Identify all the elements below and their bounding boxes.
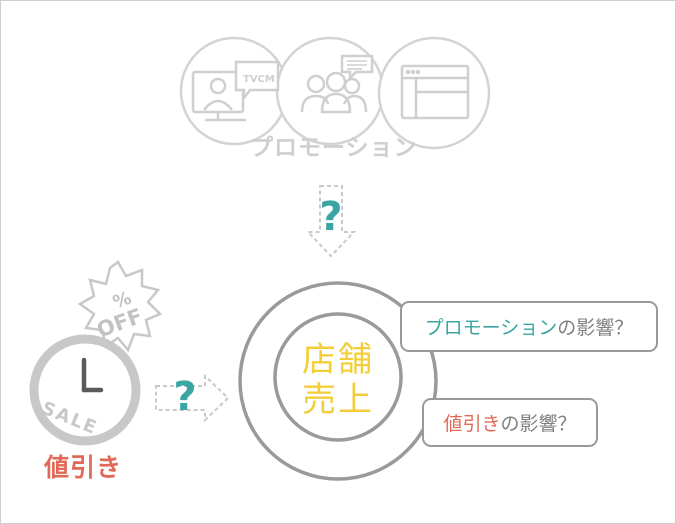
promo-callout-highlight: プロモーション (424, 317, 558, 339)
question-mark-top: ? (319, 194, 342, 240)
people-icon (300, 54, 374, 114)
question-mark-left: ? (173, 374, 196, 420)
discount-impact-callout: 値引きの影響？ (422, 398, 598, 447)
store-sales-line1: 店舗 (302, 340, 374, 380)
down-dashed-arrow (305, 185, 357, 258)
store-sales-line2: 売上 (302, 380, 374, 420)
discount-callout-highlight: 値引き (443, 413, 501, 435)
promo-impact-callout: プロモーションの影響？ (400, 301, 658, 352)
store-inner-ring (273, 312, 403, 442)
store-sales-label: 店舗 売上 (293, 340, 383, 420)
right-dashed-arrow (155, 373, 230, 423)
promo-callout-rest: の影響？ (557, 317, 634, 339)
promotion-title: プロモーション (250, 135, 418, 161)
tv-label: TVCM (243, 74, 275, 85)
discount-callout-rest: の影響？ (500, 413, 577, 435)
off-starburst-tag (77, 260, 163, 353)
tv-icon (191, 60, 280, 122)
browser-icon (400, 64, 470, 120)
discount-title: 値引き (44, 453, 123, 482)
